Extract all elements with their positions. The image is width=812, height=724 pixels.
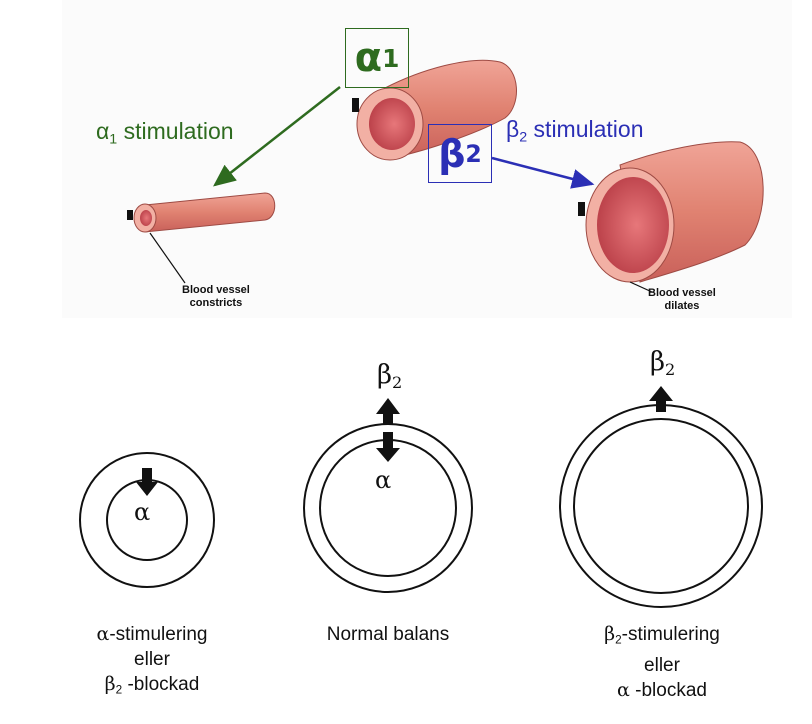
middle-bottom-alpha: α — [375, 466, 392, 494]
dilates-caption: Blood vessel dilates — [648, 287, 716, 312]
alpha-arrow-middle-down — [376, 432, 400, 462]
left-inner-alpha: α — [134, 498, 151, 526]
beta2-arrow — [491, 156, 595, 189]
alpha1-stimulation-label: α1 stimulation — [96, 118, 234, 148]
beta-arrow-right-up — [649, 386, 673, 412]
alpha-subscript: 1 — [382, 43, 400, 73]
right-caption: β2-stimulering eller α -blockad — [604, 623, 720, 701]
alpha1-arrow — [213, 86, 341, 187]
central-vessel — [352, 59, 517, 161]
dilated-vessel — [578, 141, 764, 293]
constricted-vessel — [127, 192, 276, 284]
beta-symbol: β — [438, 131, 466, 176]
middle-caption: Normal balans — [326, 624, 450, 645]
right-top-beta2: β2 — [650, 347, 676, 379]
alpha-arrow-left — [136, 468, 158, 496]
middle-top-beta2: β2 — [377, 360, 403, 392]
constricts-caption: Blood vessel constricts — [182, 284, 250, 309]
beta-arrow-middle-up — [376, 398, 400, 424]
circle-dilated — [559, 404, 763, 608]
left-caption: α-stimulering eller β2 -blockad — [96, 623, 208, 697]
beta2-stimulation-label: β2 stimulation — [506, 116, 644, 146]
beta-subscript: 2 — [465, 139, 482, 168]
alpha-symbol: α — [354, 35, 383, 81]
